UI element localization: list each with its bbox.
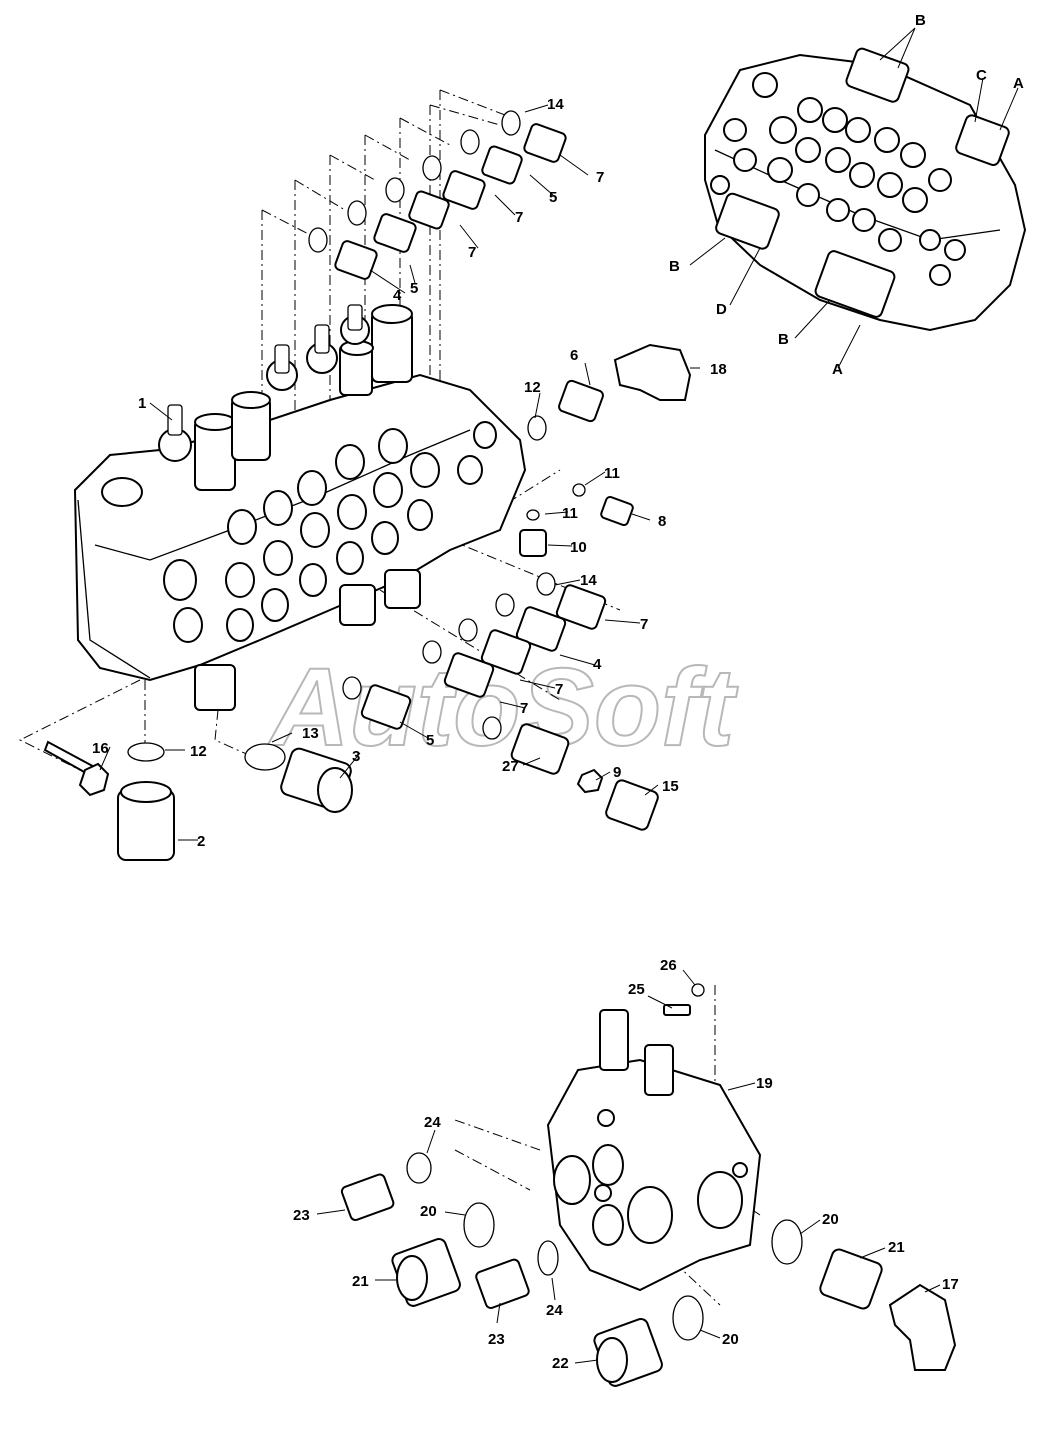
- callout-26: 26: [660, 957, 677, 974]
- callout-9: 9: [613, 764, 621, 781]
- secondary-valve-fittings: [340, 983, 957, 1387]
- callout-21: 21: [888, 1239, 905, 1256]
- port-label-b: B: [915, 12, 926, 29]
- callout-13: 13: [302, 725, 319, 742]
- port-label-b: B: [778, 331, 789, 348]
- callout-5: 5: [426, 732, 434, 749]
- callout-11: 11: [562, 505, 578, 522]
- port-label-a: A: [832, 361, 843, 378]
- callout-24: 24: [424, 1114, 441, 1131]
- callout-6: 6: [570, 347, 578, 364]
- valve-ports-grid: [710, 72, 966, 286]
- bottom-left-fittings: [43, 740, 353, 861]
- right-side-fittings: [342, 343, 692, 831]
- callout-1: 1: [138, 395, 146, 412]
- callout-7: 7: [640, 616, 648, 633]
- callout-3: 3: [352, 748, 360, 765]
- callout-10: 10: [570, 539, 587, 556]
- callout-11: 11: [604, 465, 620, 482]
- callout-21: 21: [352, 1273, 369, 1290]
- port-label-d: D: [716, 301, 727, 318]
- callout-25: 25: [628, 981, 645, 998]
- callout-4: 4: [393, 287, 402, 304]
- callout-5: 5: [410, 280, 418, 297]
- callout-20: 20: [420, 1203, 437, 1220]
- callout-18: 18: [710, 361, 727, 378]
- callout-7: 7: [555, 681, 563, 698]
- callout-8: 8: [658, 513, 666, 530]
- callout-14: 14: [580, 572, 597, 589]
- callout-23: 23: [293, 1207, 310, 1224]
- callout-17: 17: [942, 1276, 959, 1293]
- port-label-c: C: [976, 67, 987, 84]
- callout-7: 7: [468, 244, 476, 261]
- callout-23: 23: [488, 1331, 505, 1348]
- callout-labels: 14 7 5 7 7 5 4 1 6 12 18 11 11 8 10 14 7…: [92, 12, 1024, 1372]
- callout-14: 14: [547, 96, 564, 113]
- top-fittings: [308, 110, 567, 280]
- callout-5: 5: [549, 189, 557, 206]
- callout-4: 4: [593, 656, 602, 673]
- callout-24: 24: [546, 1302, 563, 1319]
- port-label-a: A: [1013, 75, 1024, 92]
- callout-20: 20: [722, 1331, 739, 1348]
- callout-2: 2: [197, 833, 205, 850]
- top-right-valve-view: [704, 47, 1027, 332]
- main-control-valve: [18, 89, 621, 771]
- callout-12: 12: [190, 743, 207, 760]
- leader-lines: [99, 27, 1019, 1364]
- secondary-valve: [454, 985, 762, 1306]
- callout-20: 20: [822, 1211, 839, 1228]
- callout-12: 12: [524, 379, 541, 396]
- callout-15: 15: [662, 778, 679, 795]
- callout-7: 7: [515, 209, 523, 226]
- callout-7: 7: [520, 700, 528, 717]
- callout-27: 27: [502, 758, 519, 775]
- callout-19: 19: [756, 1075, 773, 1092]
- callout-7: 7: [596, 169, 604, 186]
- port-label-b: B: [669, 258, 680, 275]
- callout-16: 16: [92, 740, 109, 757]
- callout-22: 22: [552, 1355, 569, 1372]
